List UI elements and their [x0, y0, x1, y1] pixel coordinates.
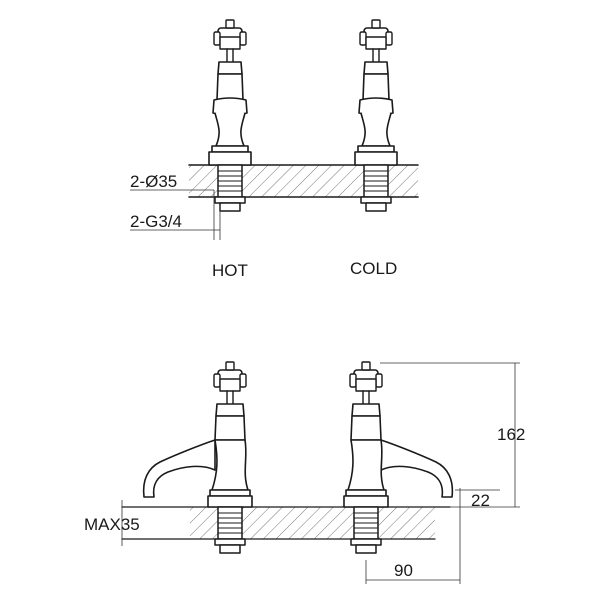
- hot-label: HOT: [212, 261, 248, 280]
- front-view: 2-Ø35 2-G3/4 HOT COLD: [130, 19, 419, 280]
- hot-tap-side: [142, 361, 253, 554]
- max-thickness-label: MAX35: [84, 515, 140, 534]
- spout-height-label: 22: [471, 491, 490, 510]
- hot-tap-front: [208, 19, 252, 212]
- projection-label: 90: [394, 561, 413, 580]
- cold-tap-front: [354, 19, 398, 212]
- hole-diameter-label: 2-Ø35: [130, 172, 177, 191]
- side-view: 162 22 90 MAX35: [84, 361, 525, 584]
- cold-tap-side: [343, 361, 454, 554]
- cold-label: COLD: [350, 259, 397, 278]
- height-label: 162: [497, 425, 525, 444]
- thread-size-label: 2-G3/4: [130, 212, 182, 231]
